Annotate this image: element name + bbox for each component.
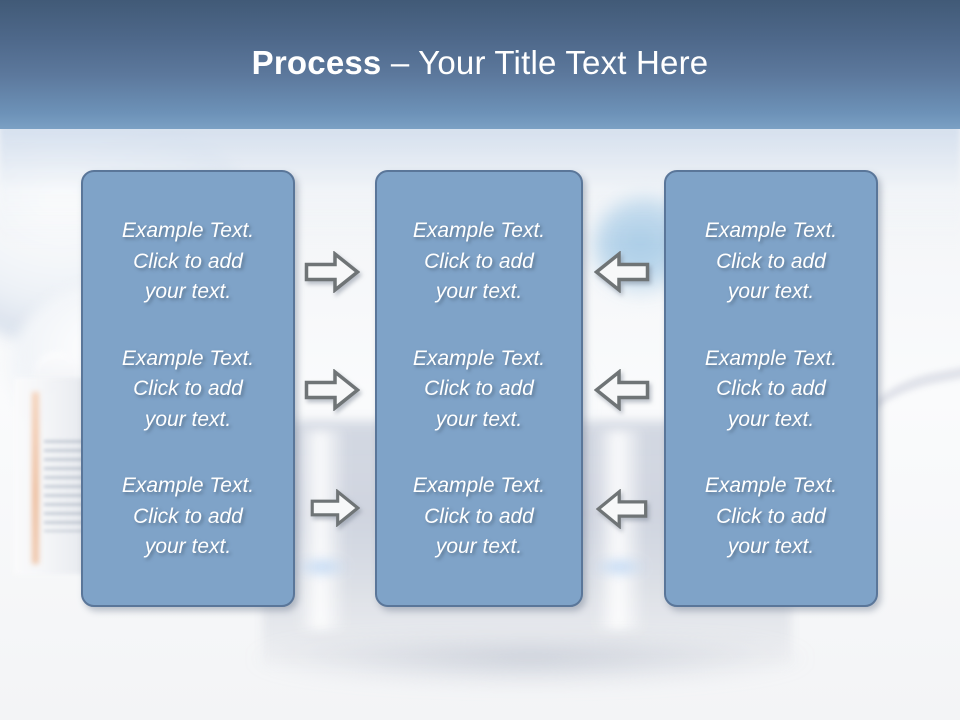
- process-cell-2-1[interactable]: Example Text. Click to add your text.: [412, 219, 546, 304]
- page-title-strong: Process: [251, 43, 382, 81]
- arrow-right-icon[interactable]: [304, 251, 360, 293]
- page-title-rest: – Your Title Text Here: [381, 43, 709, 81]
- background-insulin-vial: [14, 378, 90, 574]
- process-cell-1-2[interactable]: Example Text. Click to add your text.: [121, 346, 255, 431]
- background-device-glow-right: [592, 556, 648, 578]
- arrow-right-icon[interactable]: [310, 489, 360, 527]
- slide-header: Process – Your Title Text Here: [0, 0, 960, 129]
- process-cell-1-3[interactable]: Example Text. Click to add your text.: [121, 474, 255, 559]
- arrow-right-icon[interactable]: [304, 369, 360, 411]
- background-device-shadow: [250, 640, 810, 686]
- process-cell-1-1[interactable]: Example Text. Click to add your text.: [121, 219, 255, 304]
- background-device-highlight-left: [300, 430, 344, 630]
- process-column-3[interactable]: Example Text. Click to add your text. Ex…: [664, 170, 878, 607]
- process-cell-2-3[interactable]: Example Text. Click to add your text.: [412, 474, 546, 559]
- process-cell-2-2[interactable]: Example Text. Click to add your text.: [412, 346, 546, 431]
- process-column-1[interactable]: Example Text. Click to add your text. Ex…: [81, 170, 295, 607]
- process-cell-3-2[interactable]: Example Text. Click to add your text.: [704, 346, 838, 431]
- process-cell-3-3[interactable]: Example Text. Click to add your text.: [704, 474, 838, 559]
- process-cell-3-1[interactable]: Example Text. Click to add your text.: [704, 219, 838, 304]
- background-device-glow-left: [294, 556, 350, 578]
- process-column-2[interactable]: Example Text. Click to add your text. Ex…: [375, 170, 583, 607]
- background-vial-stripe: [32, 392, 39, 564]
- arrow-left-icon[interactable]: [594, 251, 650, 293]
- background-vial-label-text: [44, 440, 88, 532]
- arrow-left-icon[interactable]: [596, 489, 648, 529]
- background-device-highlight-right: [598, 430, 642, 630]
- arrow-left-icon[interactable]: [594, 369, 650, 411]
- page-title: Process – Your Title Text Here: [252, 44, 709, 82]
